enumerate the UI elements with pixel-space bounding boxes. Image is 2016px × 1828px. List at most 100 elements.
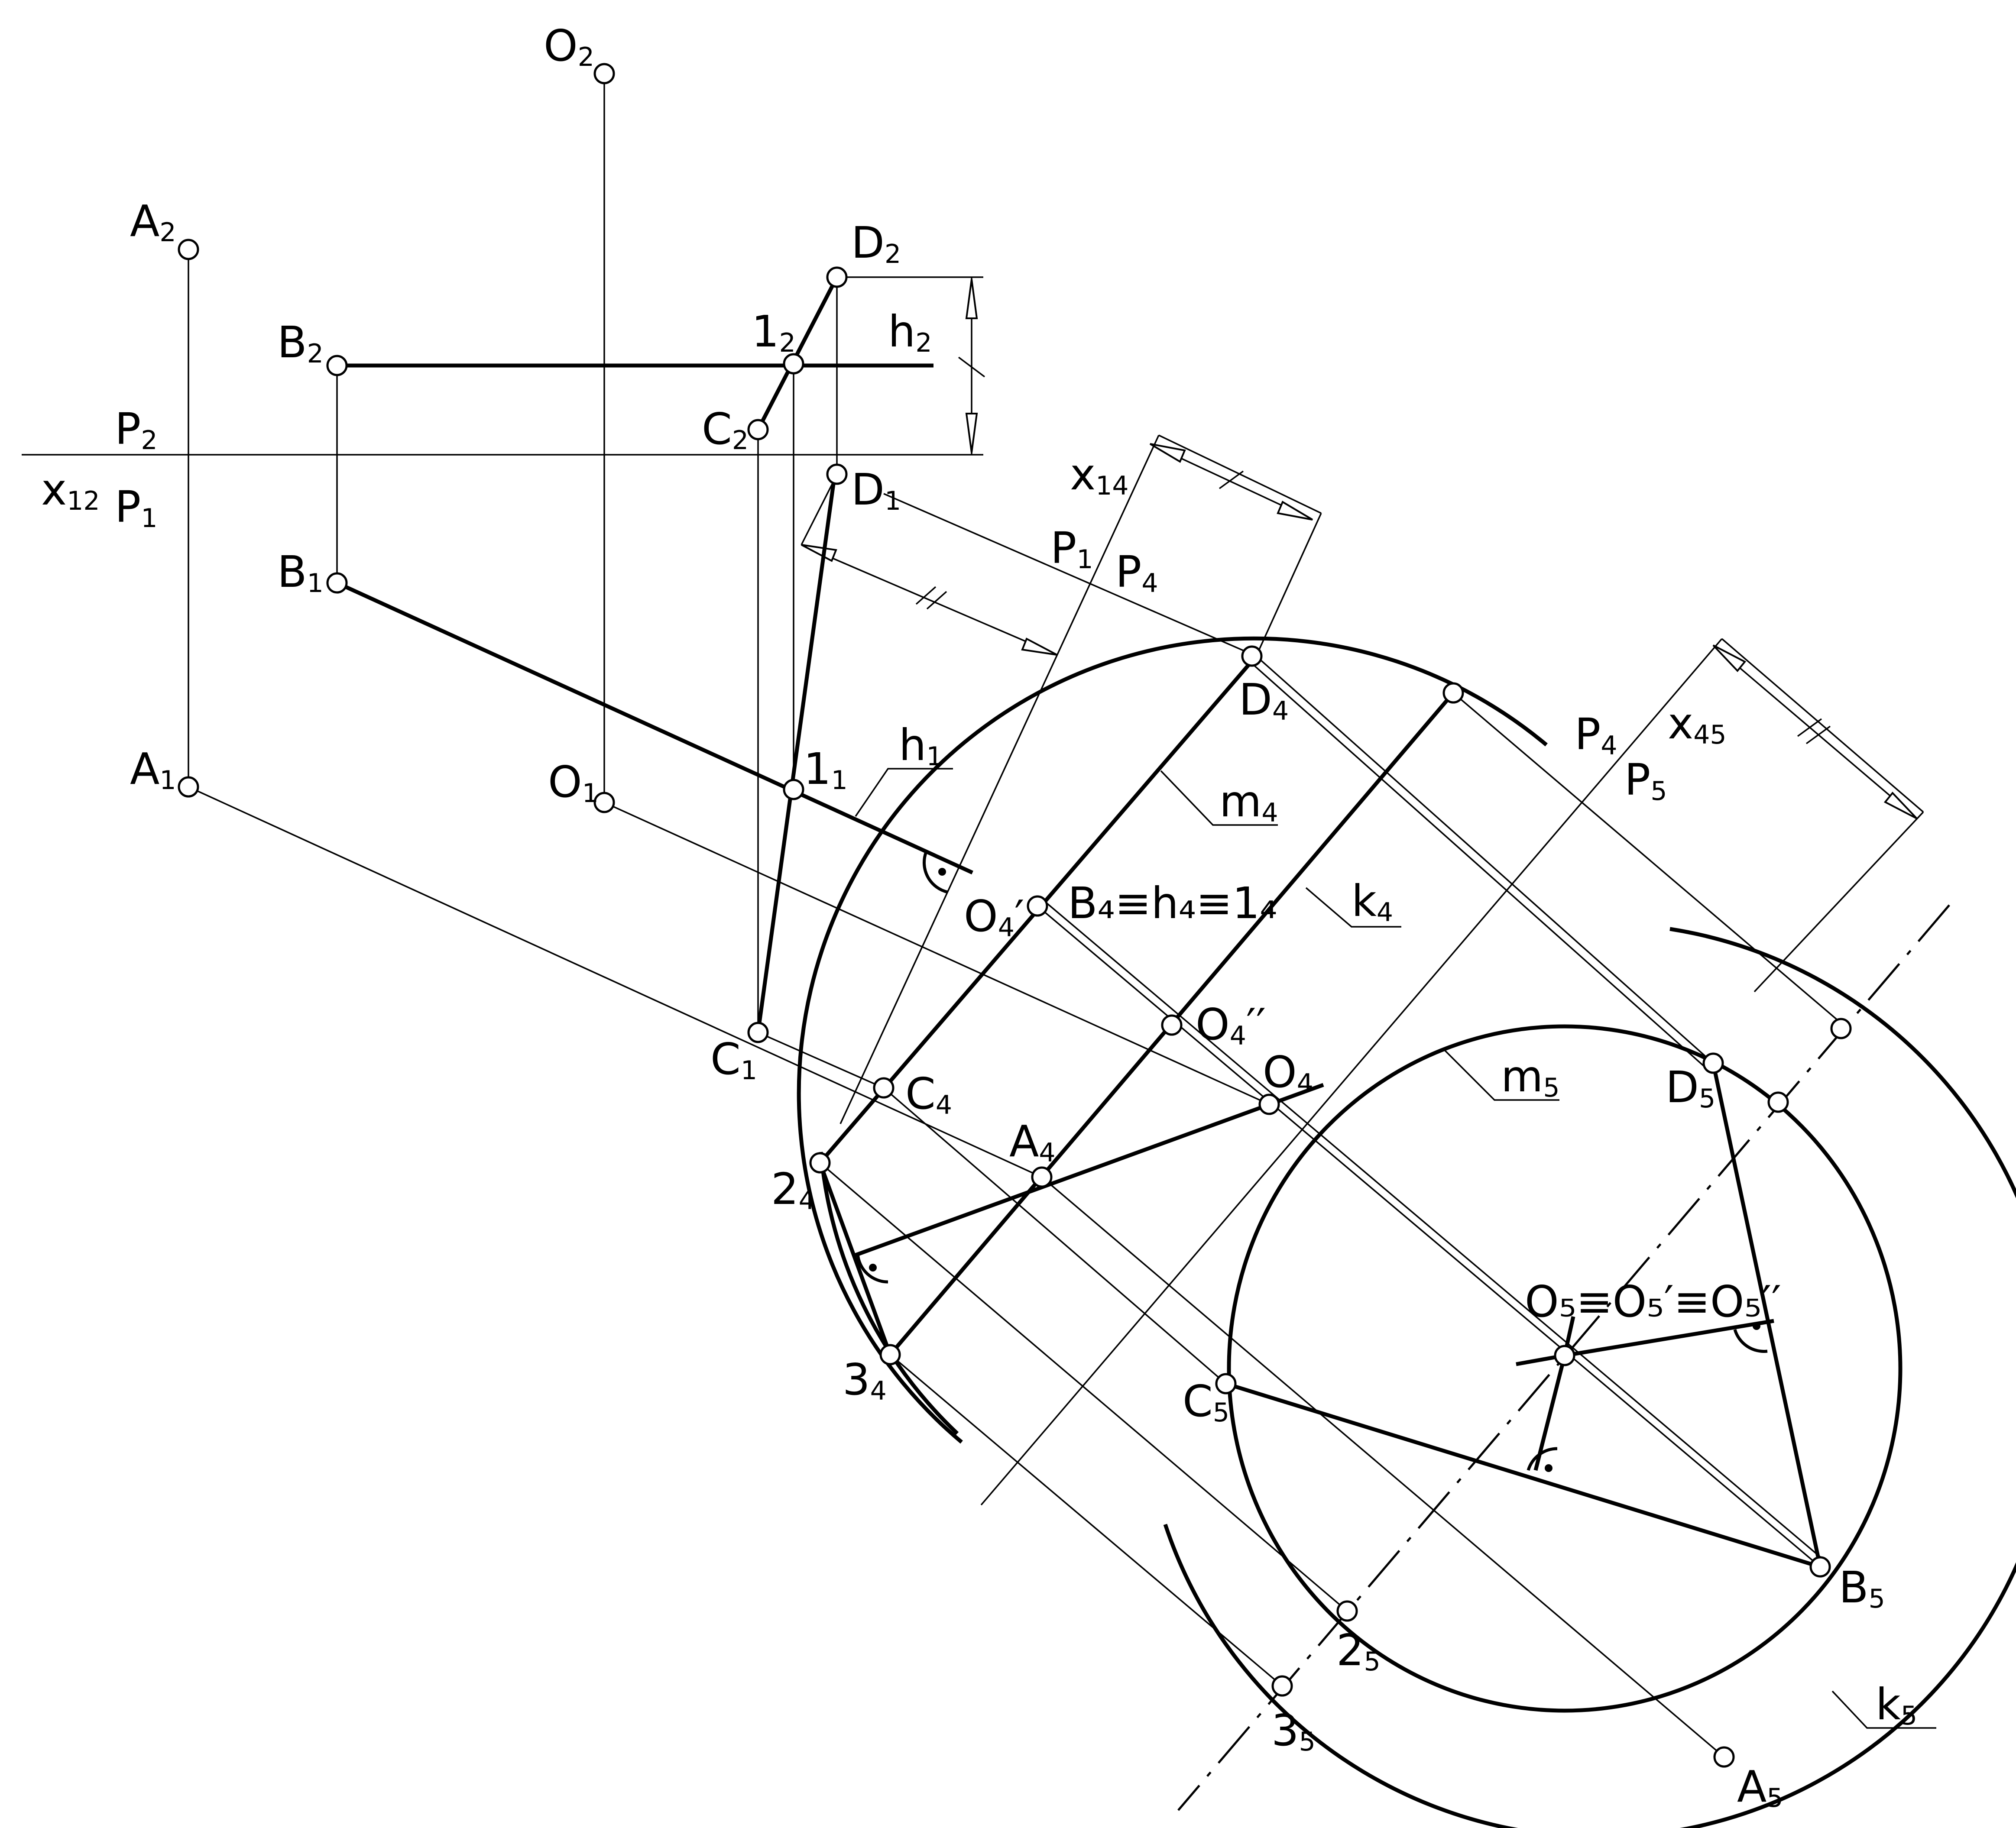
label-B4-h4-14: B₄≡h₄≡1₄ <box>1068 878 1277 929</box>
transfer-k-top <box>1452 692 1848 1029</box>
point-A4 <box>1031 1166 1053 1188</box>
arrow-head <box>1883 791 1918 819</box>
leaders <box>855 768 1936 1729</box>
label-P1: P1 <box>115 482 158 534</box>
dim-ext-x14-b <box>1255 513 1322 657</box>
label-12: 12 <box>752 306 796 358</box>
label-m5: m5 <box>1501 1051 1560 1103</box>
label-P4-b: P4 <box>1575 709 1617 761</box>
line-D5-B5 <box>1711 1063 1822 1567</box>
arrow-head <box>965 279 978 319</box>
label-B1: B1 <box>277 547 324 599</box>
dim-leader <box>801 480 835 545</box>
transfer-24-25 <box>819 1162 1348 1612</box>
label-34: 34 <box>843 1354 887 1406</box>
point-D1 <box>826 463 848 485</box>
line-C5-B5 <box>1225 1382 1821 1569</box>
transfer-C1-C4 <box>758 1032 884 1089</box>
arrow-head <box>1149 443 1186 463</box>
arrow-head <box>1277 501 1313 521</box>
arrow-head <box>1712 644 1747 673</box>
transfer-C4-C5 <box>883 1087 1227 1385</box>
line-C1-D1 <box>756 480 836 1033</box>
point-k-top <box>1442 682 1464 704</box>
leader-k4 <box>1305 887 1401 928</box>
right-angle-mark <box>856 1253 888 1284</box>
label-C5: C5 <box>1183 1376 1229 1428</box>
point-12 <box>783 353 804 375</box>
leader-m5 <box>1442 1047 1559 1101</box>
dimensions <box>801 277 1918 819</box>
label-P1-b: P1 <box>1050 523 1093 575</box>
point-m5-top <box>1767 1091 1789 1113</box>
label-k4: k4 <box>1352 876 1393 928</box>
label-35: 35 <box>1271 1705 1316 1757</box>
label-A2: A2 <box>130 196 176 248</box>
label-A4: A4 <box>1009 1116 1056 1168</box>
label-11: 11 <box>804 744 848 796</box>
point-34 <box>879 1344 901 1365</box>
label-x12: x12 <box>41 464 100 516</box>
label-O2: O2 <box>544 20 594 72</box>
point-O4pp <box>1161 1014 1183 1036</box>
point-O5 <box>1554 1345 1575 1366</box>
dim-tick <box>958 356 985 378</box>
arrow-head <box>801 544 837 562</box>
label-O4: O4 <box>1263 1047 1313 1099</box>
right-angle-dot <box>1545 1464 1553 1472</box>
dim-tick <box>926 591 947 610</box>
label-x45: x45 <box>1668 698 1727 750</box>
dim-ext-x45 <box>1721 638 1924 813</box>
line-C2-D2 <box>756 276 839 431</box>
leader-h1 <box>855 768 953 817</box>
dim-tick <box>1805 725 1831 744</box>
label-C1: C1 <box>710 1034 757 1086</box>
label-O5-chain: O₅≡O₅′≡O₅′′ <box>1525 1276 1781 1327</box>
label-h2: h2 <box>888 306 932 358</box>
circle-m5 <box>1227 1024 1903 1713</box>
transfer-A4-A5 <box>1041 1176 1725 1758</box>
right-angle-mark <box>1733 1329 1768 1353</box>
label-A1: A1 <box>130 744 176 796</box>
line-24-34 <box>818 1162 892 1356</box>
label-m4: m4 <box>1219 776 1278 828</box>
label-24: 24 <box>771 1164 815 1216</box>
label-D1: D1 <box>851 464 901 516</box>
label-P5: P5 <box>1624 754 1667 806</box>
circles <box>797 636 2016 1828</box>
label-D2: D2 <box>851 217 901 269</box>
point-24 <box>809 1152 831 1174</box>
label-h1: h1 <box>899 720 943 772</box>
point-B2 <box>326 355 348 376</box>
point-25 <box>1336 1600 1358 1622</box>
label-x14: x14 <box>1070 449 1129 501</box>
point-A2 <box>178 239 199 260</box>
transfer-D4-D5-b <box>1251 663 1710 1071</box>
label-B5: B5 <box>1839 1562 1885 1614</box>
label-O4-prime: O4′ <box>964 891 1024 943</box>
transfer-B4-B5-b <box>1043 900 1827 1563</box>
dim-tick <box>1219 470 1244 489</box>
arrow-head <box>965 413 978 453</box>
right-angle-mark <box>1527 1447 1558 1471</box>
arrow-head <box>1021 637 1057 656</box>
right-angle-dot <box>1753 1322 1760 1330</box>
point-O4p <box>1027 895 1048 917</box>
line-O5-perp-2 <box>1533 1355 1567 1471</box>
point-O1 <box>593 792 615 813</box>
point-B1 <box>326 572 348 594</box>
right-angle-dot <box>938 868 946 876</box>
label-O1: O1 <box>548 757 599 809</box>
dim-line-D1 <box>801 544 1057 656</box>
point-C1 <box>747 1022 769 1043</box>
transfer-D4-D5 <box>1255 655 1714 1064</box>
leader-m4 <box>1160 770 1278 826</box>
label-B2: B2 <box>277 317 324 369</box>
transfer-A1-A4 <box>188 786 1042 1178</box>
right-angle-mark <box>922 851 948 894</box>
dim-tick <box>1797 718 1822 737</box>
point-11 <box>783 779 804 800</box>
line-A4-O4 <box>855 1083 1324 1257</box>
transfer-D1-D4 <box>883 493 1257 657</box>
